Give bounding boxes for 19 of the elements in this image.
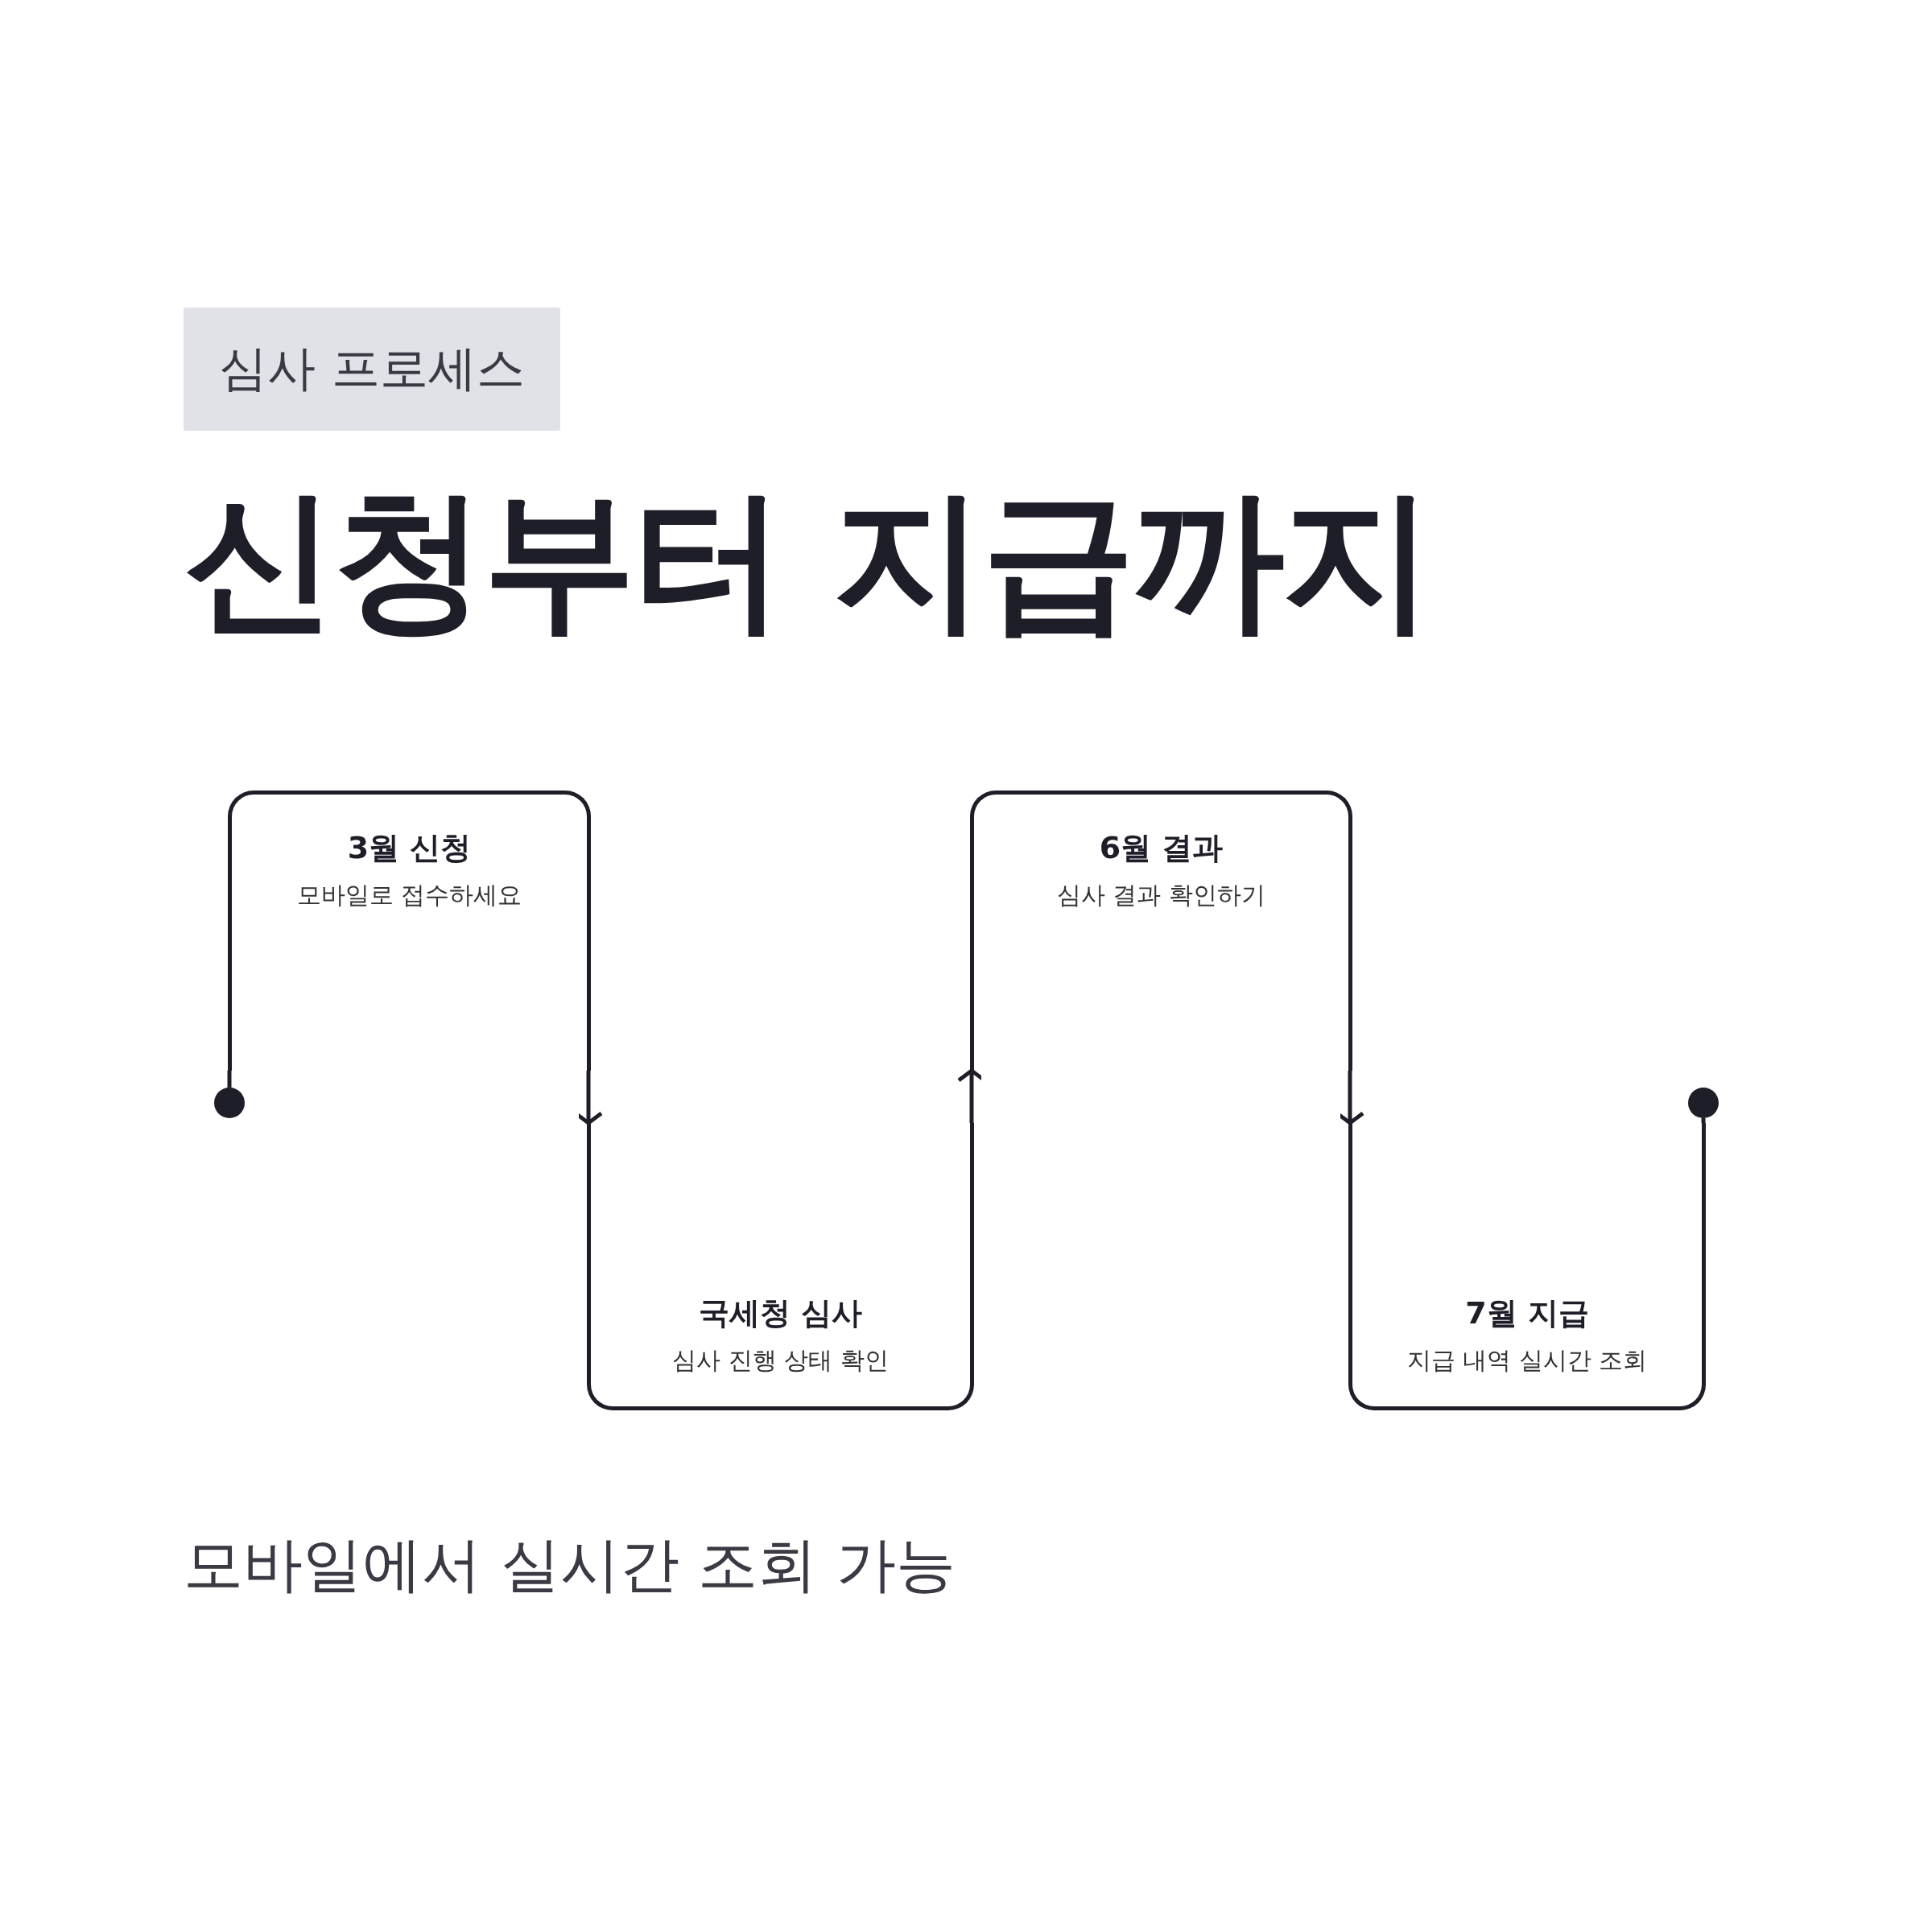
step-title: 3월 신청 (347, 829, 472, 867)
node-dot (214, 1088, 245, 1118)
step-frame (1348, 1123, 1706, 1410)
step-description: 심사 결과 확인하기 (1056, 880, 1266, 911)
step-title: 6월 결과 (1099, 829, 1224, 867)
connector-line (1701, 1118, 1706, 1123)
step-frame (228, 791, 591, 1071)
step-title: 국세청 심사 (698, 1294, 863, 1332)
step-description: 심사 진행 상태 확인 (672, 1345, 889, 1376)
node-dot (1688, 1088, 1719, 1118)
step-description: 모바일로 접수하세요 (296, 880, 522, 911)
footnote: 모바일에서 실시간 조회 가능 (184, 1529, 956, 1600)
step-frame (587, 1123, 974, 1410)
step-description: 지급 내역 실시간 조회 (1406, 1345, 1648, 1376)
connector-line (227, 1071, 232, 1088)
page-title: 신청부터 지급까지 (184, 470, 1432, 650)
step-frame (970, 791, 1352, 1071)
section-tag: 심사 프로세스 (184, 308, 560, 431)
step-title: 7월 지급 (1465, 1294, 1589, 1332)
